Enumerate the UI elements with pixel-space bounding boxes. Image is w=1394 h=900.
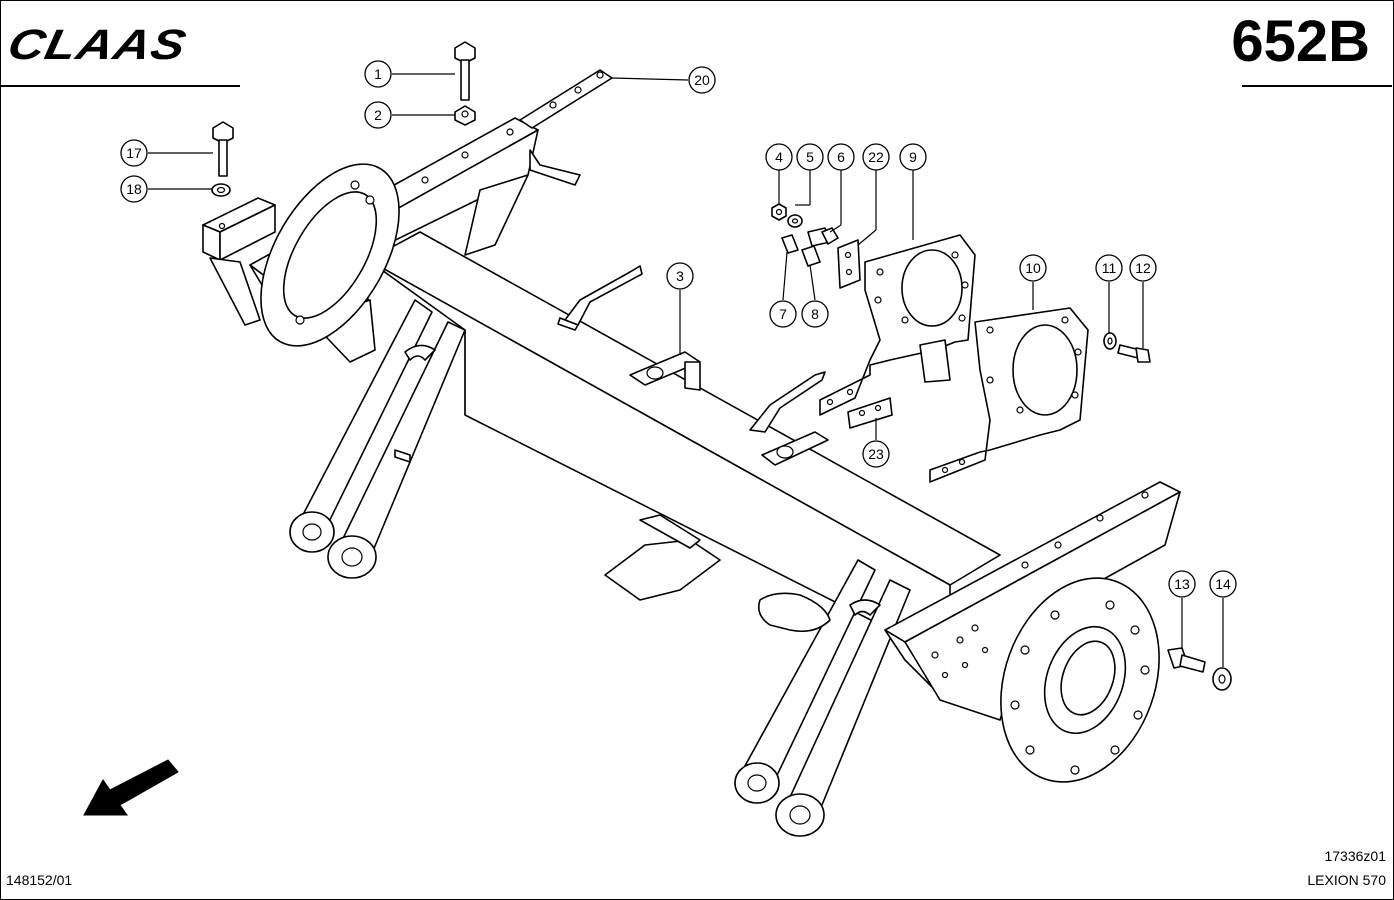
svg-text:14: 14 bbox=[1215, 576, 1231, 592]
nut-2-icon bbox=[454, 105, 476, 126]
header-rule-right bbox=[1242, 85, 1392, 87]
left-hub-flange bbox=[260, 163, 400, 347]
left-swing-arm bbox=[289, 299, 466, 579]
plate-10-holes bbox=[941, 316, 1082, 474]
svg-text:18: 18 bbox=[126, 181, 142, 197]
top-strap bbox=[519, 69, 613, 129]
pin-7-icon bbox=[781, 234, 799, 254]
callout-7: 7 bbox=[769, 300, 797, 328]
callout-6: 6 bbox=[827, 143, 855, 171]
right-hub-flange bbox=[1000, 577, 1160, 783]
arrow-down-left-icon bbox=[83, 759, 179, 816]
shim-plate-22 bbox=[837, 239, 861, 289]
callout-11: 11 bbox=[1095, 254, 1123, 282]
mounting-plate-9 bbox=[819, 234, 976, 416]
svg-text:4: 4 bbox=[775, 149, 783, 165]
svg-text:10: 10 bbox=[1025, 260, 1041, 276]
callout-22: 22 bbox=[862, 143, 890, 171]
svg-text:1: 1 bbox=[374, 66, 382, 82]
right-hub-bolt-holes bbox=[1010, 600, 1150, 775]
callout-3: 3 bbox=[666, 262, 694, 290]
callout-13: 13 bbox=[1168, 570, 1196, 598]
washer-18-icon bbox=[211, 183, 231, 197]
left-spacer-block bbox=[202, 197, 276, 326]
callout-5: 5 bbox=[796, 143, 824, 171]
page-code: 652B bbox=[1231, 9, 1370, 74]
svg-text:9: 9 bbox=[909, 149, 917, 165]
beam-brackets bbox=[557, 265, 831, 633]
bolt-17-icon bbox=[212, 121, 234, 177]
callout-17: 17 bbox=[120, 139, 148, 167]
fasteners bbox=[211, 41, 1232, 691]
right-bracket-holes bbox=[931, 491, 1149, 679]
header-rule-left bbox=[0, 85, 240, 87]
callout-12: 12 bbox=[1129, 254, 1157, 282]
svg-text:12: 12 bbox=[1135, 260, 1151, 276]
bolt-6-icon bbox=[807, 227, 839, 247]
callout-2: 2 bbox=[364, 101, 392, 129]
svg-text:3: 3 bbox=[676, 268, 684, 284]
callout-1: 1 bbox=[364, 60, 392, 88]
bolt-12-icon bbox=[1117, 344, 1151, 363]
callout-14: 14 bbox=[1209, 570, 1237, 598]
callout-9: 9 bbox=[899, 143, 927, 171]
washer-5-icon bbox=[787, 214, 803, 228]
svg-text:8: 8 bbox=[811, 306, 819, 322]
svg-text:17: 17 bbox=[126, 145, 142, 161]
mounting-plate-10 bbox=[929, 307, 1089, 483]
svg-text:20: 20 bbox=[694, 72, 710, 88]
callout-8: 8 bbox=[801, 300, 829, 328]
shim-plate-23 bbox=[847, 397, 893, 429]
callout-4: 4 bbox=[765, 143, 793, 171]
plate-9-holes bbox=[826, 251, 969, 406]
svg-text:23: 23 bbox=[868, 446, 884, 462]
footer-left-code: 148152/01 bbox=[6, 872, 73, 888]
leader-lines bbox=[148, 73, 1224, 667]
main-beam bbox=[367, 231, 1001, 661]
nut-4-icon bbox=[771, 203, 787, 221]
bolt-13-icon bbox=[1167, 647, 1206, 673]
callout-23: 23 bbox=[862, 440, 890, 468]
callout-18: 18 bbox=[120, 175, 148, 203]
svg-text:22: 22 bbox=[868, 149, 884, 165]
svg-text:11: 11 bbox=[1102, 260, 1117, 276]
callout-10: 10 bbox=[1019, 254, 1047, 282]
svg-text:5: 5 bbox=[806, 149, 814, 165]
model-name: LEXION 570 bbox=[1307, 872, 1386, 888]
svg-text:13: 13 bbox=[1174, 576, 1190, 592]
svg-text:2: 2 bbox=[374, 107, 382, 123]
bolt-1-icon bbox=[454, 41, 476, 101]
svg-text:7: 7 bbox=[779, 306, 787, 322]
drawing-number: 17336z01 bbox=[1324, 848, 1386, 864]
washer-14-icon bbox=[1212, 667, 1232, 691]
washer-11-icon bbox=[1103, 332, 1117, 350]
pin-8-icon bbox=[801, 245, 821, 267]
callout-20: 20 bbox=[688, 66, 716, 94]
right-swing-arm bbox=[734, 559, 911, 837]
svg-text:6: 6 bbox=[837, 149, 845, 165]
